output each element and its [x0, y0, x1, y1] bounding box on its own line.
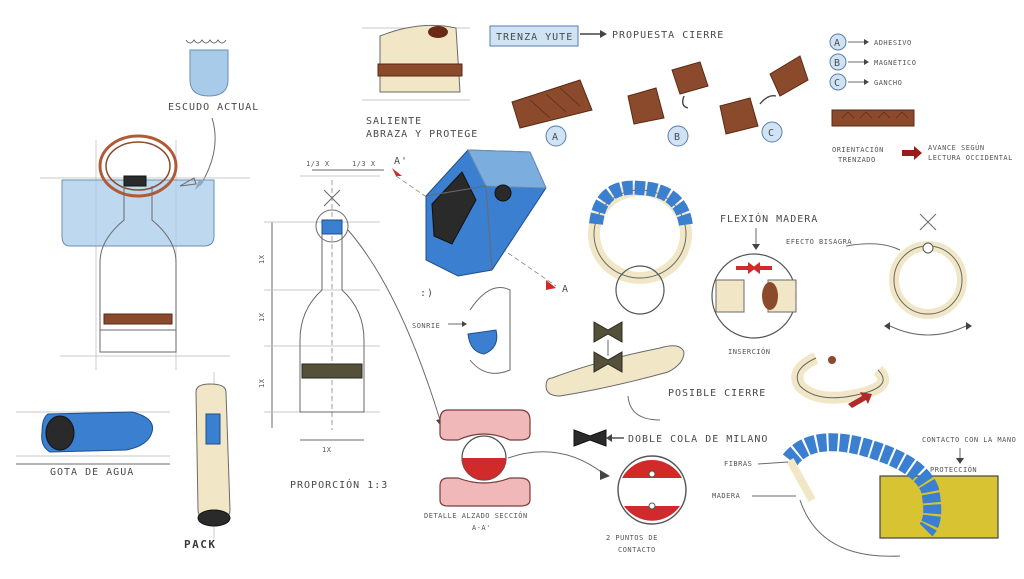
legend-a-letter: A: [834, 38, 841, 49]
hand-contact-sketch: FIBRAS MADERA CONTACTO CON LA MANO PROTE…: [712, 433, 1016, 557]
section-mark-bottom: A: [562, 284, 569, 295]
label-pack: PACK: [184, 538, 217, 551]
label-proteccion: PROTECCIÓN: [930, 465, 977, 474]
efecto-bisagra-detail: EFECTO BISAGRA: [786, 213, 972, 336]
sonrie-detail: :) SONRIE: [412, 287, 511, 374]
label-contacto-mano: CONTACTO CON LA MANO: [922, 436, 1016, 444]
label-trenzado: TRENZADO: [838, 156, 876, 164]
option-a-letter: A: [552, 132, 559, 143]
flexion-insercion-detail: FLEXIÓN MADERA INSERCIÓN: [711, 212, 818, 356]
label-trenza-yute: TRENZA YUTE: [496, 32, 573, 43]
posible-cierre-sketch: POSIBLE CIERRE: [545, 321, 766, 421]
label-saliente: SALIENTE: [366, 116, 422, 127]
closure-option-b: B: [627, 61, 709, 147]
dim-1x-upper: 1X: [258, 254, 266, 264]
dim-third-left: 1/3 X: [306, 160, 330, 168]
smiley-face: :): [420, 288, 434, 299]
closure-option-a: A: [511, 79, 593, 147]
doble-cola-milano: DOBLE COLA DE MILANO: [573, 429, 768, 447]
section-mark-top: A': [394, 156, 408, 167]
legend-magnetico: MAGNÉTICO: [874, 58, 916, 67]
label-dos-puntos: 2 PUNTOS DE: [606, 534, 658, 542]
pack-sketch: PACK: [184, 372, 231, 551]
label-madera: MADERA: [712, 492, 741, 500]
label-doble-cola: DOBLE COLA DE MILANO: [628, 434, 768, 445]
label-sonrie: SONRIE: [412, 322, 440, 330]
label-proporcion: PROPORCIÓN 1:3: [290, 478, 388, 491]
closure-legend: A ADHESIVO B MAGNÉTICO C GANCHO: [829, 33, 916, 91]
label-avance: AVANCE SEGÚN: [928, 143, 985, 152]
label-fibras: FIBRAS: [724, 460, 752, 468]
legend-c-letter: C: [834, 78, 841, 89]
dim-third-right: 1/3 X: [352, 160, 376, 168]
label-gota-de-agua: GOTA DE AGUA: [50, 467, 134, 478]
label-detalle-aa: A-A': [472, 524, 491, 532]
legend-adhesivo: ADHESIVO: [874, 39, 912, 47]
option-c-letter: C: [768, 128, 775, 139]
bottle-front-sketch: [40, 134, 250, 370]
dos-puntos-contacto: 2 PUNTOS DE CONTACTO: [606, 455, 687, 554]
label-detalle: DETALLE ALZADO SECCIÓN: [424, 511, 528, 520]
closure-option-c: C: [719, 55, 809, 143]
legend-b-letter: B: [834, 58, 841, 69]
label-posible-cierre: POSIBLE CIERRE: [668, 388, 766, 399]
trenza-yute-header: TRENZA YUTE PROPUESTA CIERRE: [489, 25, 724, 47]
label-efecto-bisagra: EFECTO BISAGRA: [786, 238, 852, 246]
dim-1x-middle: 1X: [258, 312, 266, 322]
orientacion-trenzado: ORIENTACIÓN TRENZADO AVANCE SEGÚN LECTUR…: [831, 109, 1013, 164]
detalle-alzado-seccion: DETALLE ALZADO SECCIÓN A-A': [424, 409, 610, 532]
saliente-sketch: SALIENTE ABRAZA Y PROTEGE: [362, 24, 478, 140]
label-escudo-actual: ESCUDO ACTUAL: [168, 102, 259, 113]
label-lectura: LECTURA OCCIDENTAL: [928, 154, 1013, 162]
label-orientacion: ORIENTACIÓN: [832, 145, 884, 154]
gota-de-agua-sketch: GOTA DE AGUA: [16, 411, 170, 478]
dim-1x-lower: 1X: [258, 378, 266, 388]
ring-fibre-sketch: [588, 180, 693, 315]
dim-1x-bottom: 1X: [322, 446, 332, 454]
blue-block-isometric: [425, 149, 547, 277]
label-propuesta-cierre: PROPUESTA CIERRE: [612, 30, 724, 41]
legend-gancho: GANCHO: [874, 79, 902, 87]
label-abraza-protege: ABRAZA Y PROTEGE: [366, 129, 478, 140]
open-ring-sketch: [791, 352, 890, 408]
label-insercion: INSERCIÓN: [728, 347, 770, 356]
escudo-actual-sketch: ESCUDO ACTUAL: [168, 39, 259, 190]
label-flexion-madera: FLEXIÓN MADERA: [720, 212, 818, 225]
label-contacto: CONTACTO: [618, 546, 656, 554]
bottle-proportion-drawing: 1/3 X 1/3 X A' A 1X 1X 1X 1X PROPORCIÓN …: [258, 156, 569, 491]
option-b-letter: B: [674, 132, 681, 143]
